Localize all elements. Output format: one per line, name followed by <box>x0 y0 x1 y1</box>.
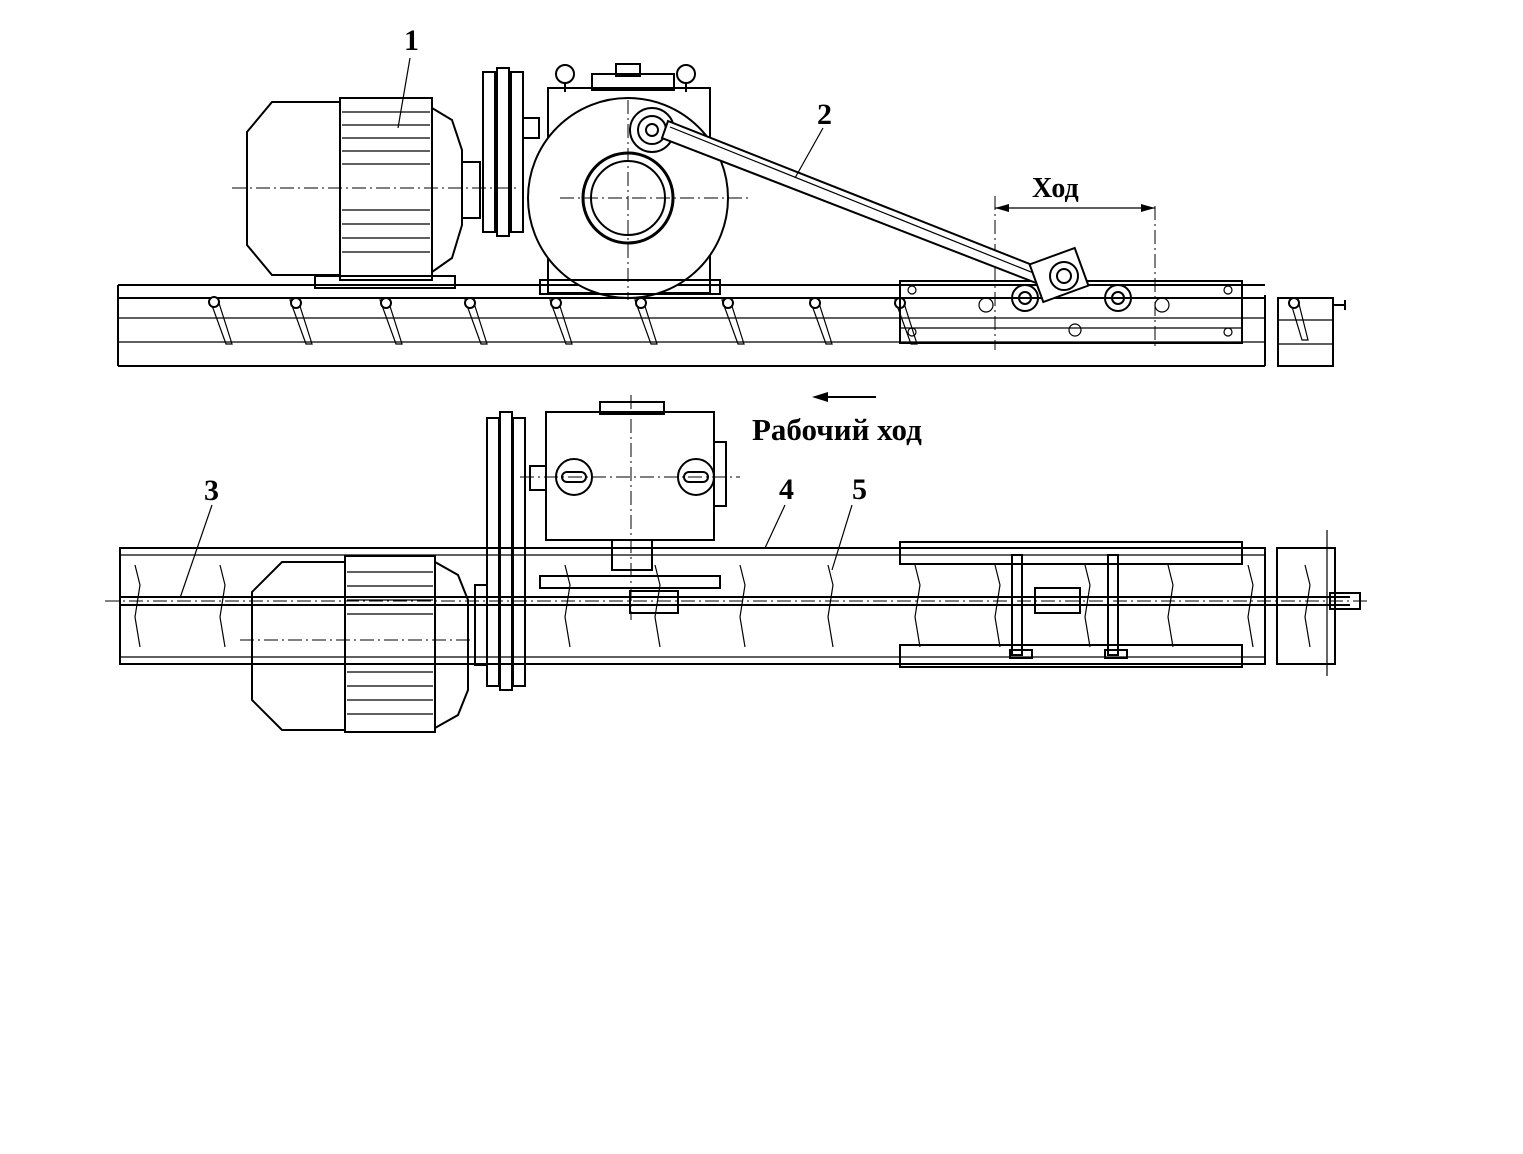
leader-4 <box>764 504 786 549</box>
plan-view: 3 4 5 <box>105 395 1370 733</box>
working-stroke-indicator: Рабочий ход <box>752 392 922 447</box>
plan-chute <box>105 530 1370 676</box>
plan-scrapers <box>134 564 1311 648</box>
gearbox-plan <box>520 395 740 620</box>
gearbox-side <box>527 63 750 300</box>
plan-carriage <box>899 541 1243 668</box>
leader-1 <box>397 57 411 129</box>
arrow-left-icon <box>812 392 828 402</box>
connecting-rod-side <box>629 107 1090 304</box>
motor-side <box>232 97 520 289</box>
working-stroke-label: Рабочий ход <box>752 412 922 447</box>
label-4: 4 <box>779 473 794 506</box>
stroke-label: Ход <box>1032 173 1079 204</box>
label-2: 2 <box>817 98 832 131</box>
leader-5 <box>831 504 853 571</box>
motor-plan <box>240 555 480 733</box>
label-1: 1 <box>404 24 419 57</box>
pulley-plan <box>474 411 526 691</box>
label-3: 3 <box>204 474 219 507</box>
side-view: Ход 1 2 <box>117 24 1346 367</box>
label-5: 5 <box>852 473 867 506</box>
pulley-side <box>482 67 540 237</box>
leader-2 <box>794 127 824 179</box>
stroke-dimension: Ход <box>995 173 1155 212</box>
leader-3 <box>179 504 213 599</box>
side-pawls <box>208 296 1309 345</box>
